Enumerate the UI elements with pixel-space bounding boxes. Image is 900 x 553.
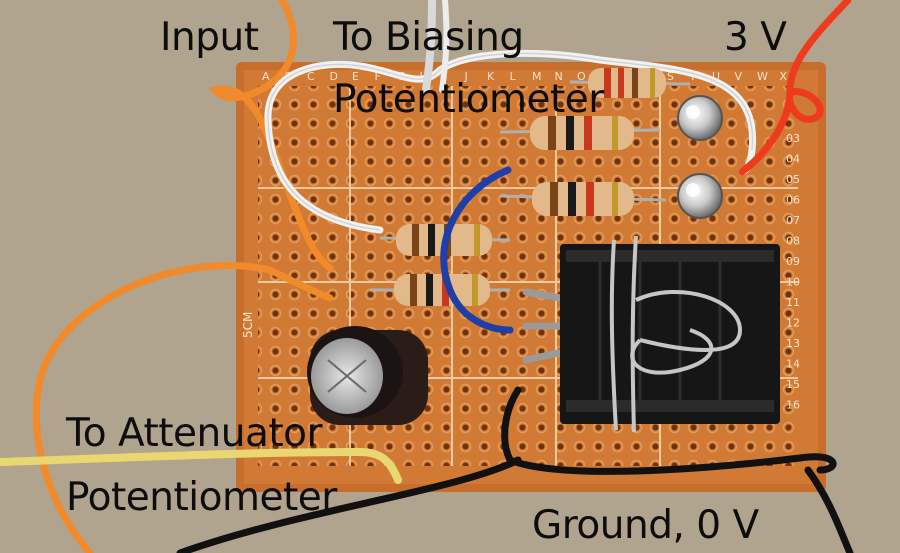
row-number: 13 <box>786 337 800 350</box>
row-number: 11 <box>786 296 800 309</box>
wire-binding <box>609 235 743 433</box>
row-numbers: 03 04 05 06 07 08 09 10 11 12 13 14 15 16 <box>786 132 800 412</box>
column-letter: D <box>330 70 338 83</box>
grey-wire-biasing <box>422 0 436 94</box>
column-letter: F <box>375 70 381 83</box>
column-letter: A <box>262 70 270 83</box>
led <box>677 173 723 219</box>
row-number: 14 <box>786 358 800 371</box>
row-number: 04 <box>786 153 800 166</box>
blue-wire <box>440 166 514 334</box>
orange-wire-attenuator <box>32 262 274 553</box>
resistor <box>499 182 667 216</box>
row-number: 15 <box>786 378 800 391</box>
orange-wire-input <box>208 0 334 272</box>
label-attenuator: To Attenuator <box>66 411 323 456</box>
row-number: 10 <box>786 276 800 289</box>
column-letter: S <box>667 70 674 83</box>
side-marking: 5CM <box>241 312 255 338</box>
label-ground: Ground, 0 V <box>532 503 759 548</box>
heatsink <box>560 244 780 424</box>
yellow-wire <box>0 447 402 484</box>
label-biasing-potentiometer: Potentiometer <box>333 77 604 122</box>
column-letter: O <box>577 70 586 83</box>
resistor <box>370 274 510 306</box>
column-letter: L <box>510 70 517 83</box>
led <box>677 95 723 141</box>
column-letter: C <box>307 70 315 83</box>
column-letter: V <box>735 70 743 83</box>
row-number: 06 <box>786 194 800 207</box>
row-number: 07 <box>786 214 800 227</box>
row-number: 03 <box>786 132 800 145</box>
capacitor <box>307 326 428 425</box>
row-number: 05 <box>786 173 800 186</box>
column-letter: W <box>757 70 768 83</box>
column-letter: J <box>464 70 468 83</box>
resistor <box>569 68 691 98</box>
label-attenuator-potentiometer: Potentiometer <box>66 475 337 520</box>
row-number: 16 <box>786 399 800 412</box>
label-input: Input <box>160 15 259 60</box>
column-letter: M <box>532 70 542 83</box>
column-letter: U <box>712 70 720 83</box>
resistor <box>499 116 661 150</box>
column-letter: N <box>555 70 563 83</box>
label-biasing: To Biasing <box>333 15 524 60</box>
row-number: 08 <box>786 235 800 248</box>
row-number: 09 <box>786 255 800 268</box>
row-number: 12 <box>786 317 800 330</box>
column-letter: E <box>352 70 359 83</box>
black-wire-ground <box>501 386 837 475</box>
column-letter: K <box>487 70 495 83</box>
column-letter: X <box>780 70 788 83</box>
label-supply-voltage: 3 V <box>724 15 787 60</box>
